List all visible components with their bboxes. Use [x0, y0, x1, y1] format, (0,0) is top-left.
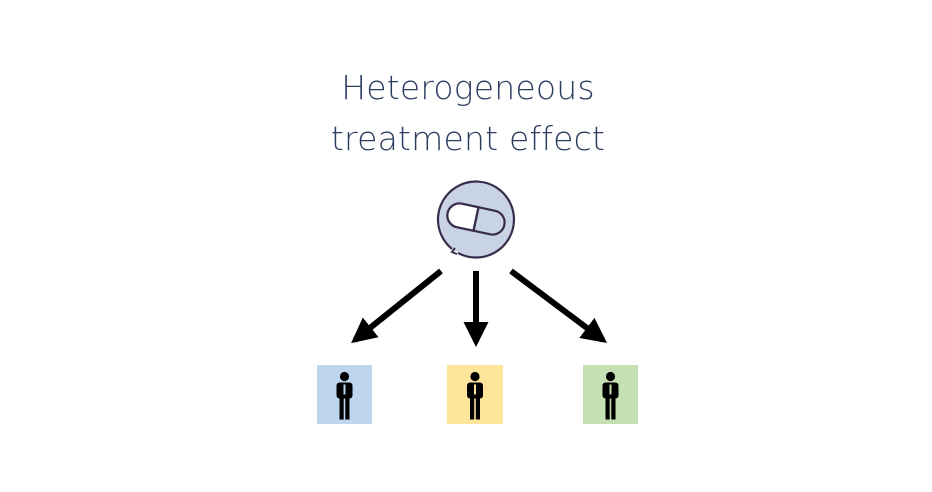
arrow-right: [509, 268, 608, 344]
subgroup-box-green: [583, 365, 638, 424]
title-line-2: treatment effect: [330, 119, 606, 158]
person-icon: [336, 371, 353, 420]
person-icon: [467, 371, 483, 420]
person-icon: [602, 371, 619, 420]
diagram-title: Heterogeneous treatment effect: [0, 62, 932, 164]
pill-icon: [436, 180, 516, 259]
subgroup-box-yellow: [447, 365, 503, 424]
subgroup-box-blue: [317, 365, 372, 424]
title-line-1: Heterogeneous: [341, 68, 595, 107]
arrow-left: [351, 268, 443, 344]
